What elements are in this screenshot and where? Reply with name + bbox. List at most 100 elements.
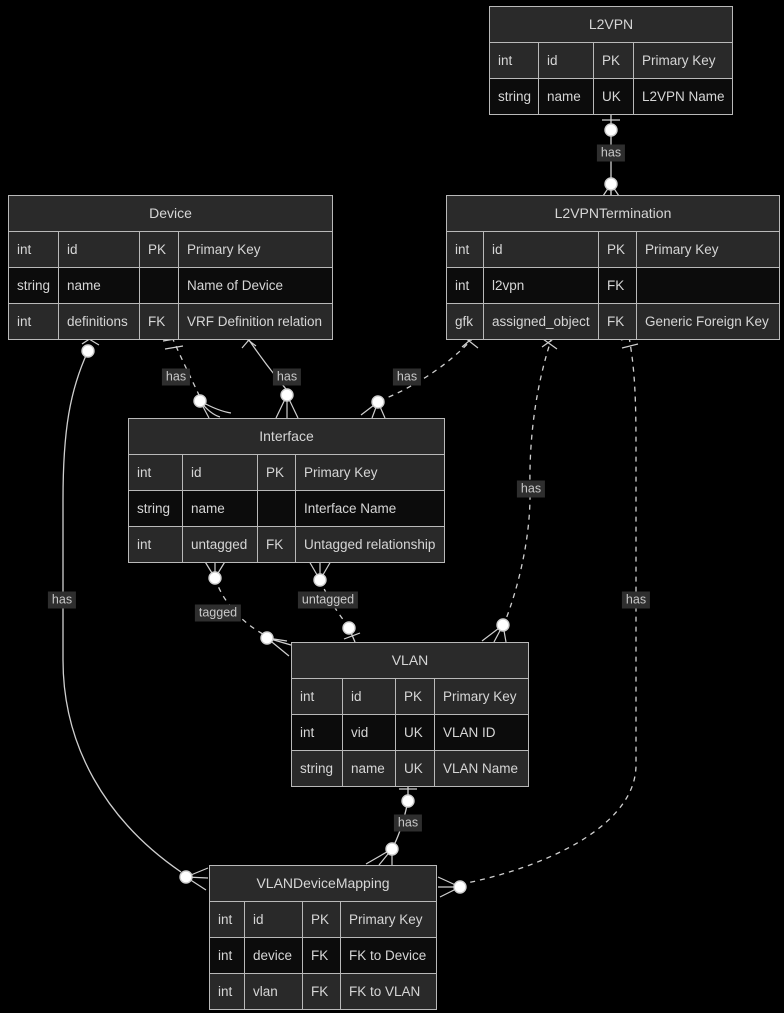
cell-type: int — [490, 43, 539, 78]
relationship-label: has — [47, 591, 77, 609]
cell-comment: VLAN Name — [443, 761, 519, 776]
relationship-label: has — [516, 480, 546, 498]
cell-comment: Primary Key — [642, 53, 716, 68]
table-row: gfk assigned_object FK Generic Foreign K… — [447, 304, 779, 339]
cell-type: int — [129, 527, 183, 562]
cell-name: device — [245, 938, 303, 973]
entity-l2vpn: L2VPN int id PK Primary Key string name … — [489, 6, 733, 115]
cell-key: PK — [396, 679, 435, 714]
cell-comment: VRF Definition relation — [187, 314, 323, 329]
cell-key: PK — [594, 43, 634, 78]
cell-name: id — [343, 679, 396, 714]
cell-key: UK — [594, 79, 634, 114]
cell-type: int — [447, 268, 484, 303]
entity-vlan-title: VLAN — [292, 643, 528, 679]
relationship-label: has — [272, 368, 302, 386]
table-row: int id PK Primary Key — [9, 232, 332, 268]
cell-type: int — [9, 304, 59, 339]
table-row: int id PK Primary Key — [129, 455, 444, 491]
cell-key — [140, 268, 179, 303]
cell-key: FK — [258, 527, 296, 562]
cell-comment — [637, 268, 779, 303]
table-row: int id PK Primary Key — [292, 679, 528, 715]
cell-name: vlan — [245, 974, 303, 1009]
table-row: string name Interface Name — [129, 491, 444, 527]
relationship-label: has — [621, 591, 651, 609]
cell-type: string — [9, 268, 59, 303]
entity-vlan: VLAN int id PK Primary Key int vid UK VL… — [291, 642, 529, 787]
edge-vlan-vlandevicemapping — [365, 782, 417, 866]
cell-type: int — [292, 679, 343, 714]
cell-type: int — [210, 938, 245, 973]
cell-comment: Primary Key — [187, 242, 261, 257]
edge-device-interface-dashed — [162, 336, 232, 419]
table-row: int definitions FK VRF Definition relati… — [9, 304, 332, 339]
cell-name: name — [343, 751, 396, 786]
cell-name: name — [59, 268, 140, 303]
cell-key — [258, 491, 296, 526]
table-row: int l2vpn FK — [447, 268, 779, 304]
cell-comment: Primary Key — [443, 689, 517, 704]
cell-type: int — [447, 232, 484, 267]
cell-comment: Untagged relationship — [304, 537, 436, 552]
cell-name: untagged — [183, 527, 258, 562]
cell-key: UK — [396, 751, 435, 786]
entity-l2vpn-title: L2VPN — [490, 7, 732, 43]
cell-comment: FK to VLAN — [349, 984, 421, 999]
relationship-label: tagged — [194, 604, 242, 622]
table-row: int id PK Primary Key — [210, 902, 436, 938]
edge-l2vpntermination-vlandevicemapping — [437, 335, 639, 898]
table-row: int vlan FK FK to VLAN — [210, 974, 436, 1009]
relationship-label: untagged — [297, 591, 359, 609]
cell-name: definitions — [59, 304, 140, 339]
cell-key: PK — [140, 232, 179, 267]
table-row: string name Name of Device — [9, 268, 332, 304]
cell-comment: Interface Name — [304, 501, 397, 516]
cell-type: int — [210, 902, 245, 937]
cell-type: gfk — [447, 304, 484, 339]
cell-key: UK — [396, 715, 435, 750]
cell-name: assigned_object — [484, 304, 599, 339]
cell-name: id — [59, 232, 140, 267]
relationship-label: has — [392, 368, 422, 386]
cell-name: id — [539, 43, 594, 78]
entity-device-title: Device — [9, 196, 332, 232]
cell-type: string — [292, 751, 343, 786]
cell-name: id — [484, 232, 599, 267]
cell-type: int — [210, 974, 245, 1009]
table-row: int vid UK VLAN ID — [292, 715, 528, 751]
relationship-label: has — [161, 368, 191, 386]
table-row: int device FK FK to Device — [210, 938, 436, 974]
table-row: int untagged FK Untagged relationship — [129, 527, 444, 562]
cell-name: id — [245, 902, 303, 937]
cell-comment: VLAN ID — [443, 725, 496, 740]
cell-comment: Name of Device — [187, 278, 284, 293]
cell-key: FK — [140, 304, 179, 339]
cell-key: FK — [303, 938, 341, 973]
table-row: int id PK Primary Key — [490, 43, 732, 79]
relationship-label: has — [596, 144, 626, 162]
cell-type: int — [9, 232, 59, 267]
entity-vlandevicemapping: VLANDeviceMapping int id PK Primary Key … — [209, 865, 437, 1010]
cell-name: name — [539, 79, 594, 114]
cell-name: id — [183, 455, 258, 490]
cell-name: l2vpn — [484, 268, 599, 303]
cell-type: int — [292, 715, 343, 750]
edge-interface-vlan-tagged — [203, 559, 292, 657]
table-row: string name UK VLAN Name — [292, 751, 528, 786]
cell-type: int — [129, 455, 183, 490]
entity-device: Device int id PK Primary Key string name… — [8, 195, 333, 340]
relationship-label: has — [393, 814, 423, 832]
cell-comment: Primary Key — [645, 242, 719, 257]
cell-comment: Generic Foreign Key — [645, 314, 769, 329]
entity-interface: Interface int id PK Primary Key string n… — [128, 418, 445, 563]
cell-type: string — [129, 491, 183, 526]
cell-comment: FK to Device — [349, 948, 427, 963]
cell-comment: L2VPN Name — [642, 89, 725, 104]
cell-type: string — [490, 79, 539, 114]
cell-key: PK — [303, 902, 341, 937]
cell-key: FK — [303, 974, 341, 1009]
cell-comment: Primary Key — [304, 465, 378, 480]
